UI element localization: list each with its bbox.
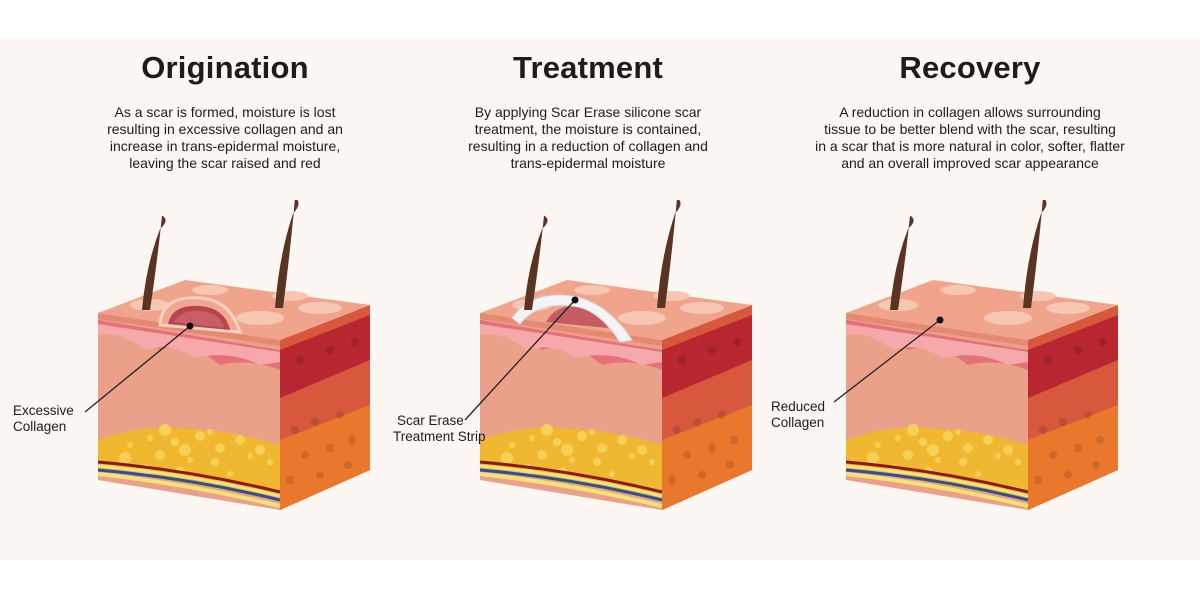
callout-label-reduced-collagen: Reduced Collagen xyxy=(771,399,825,431)
skin-diagram-treatment xyxy=(472,197,772,520)
section-description: As a scar is formed, moisture is lost re… xyxy=(55,104,395,172)
desc-line: in a scar that is more natural in color,… xyxy=(815,138,1125,154)
section-treatment: Treatment By applying Scar Erase silicon… xyxy=(418,50,758,172)
section-title: Recovery xyxy=(899,50,1041,85)
skin-cross-section-illustration xyxy=(479,197,752,510)
label-line: Scar Erase xyxy=(397,413,464,428)
desc-line: tissue to be better blend with the scar,… xyxy=(824,121,1116,137)
section-description: A reduction in collagen allows surroundi… xyxy=(790,104,1150,172)
desc-line: leaving the scar raised and red xyxy=(129,155,321,171)
skin-diagram-recovery xyxy=(838,197,1138,520)
desc-line: increase in trans-epidermal moisture, xyxy=(109,138,341,154)
callout-label-treatment-strip: Scar Erase Treatment Strip xyxy=(393,413,486,445)
callout-label-excessive-collagen: Excessive Collagen xyxy=(13,403,74,435)
section-origination: Origination As a scar is formed, moistur… xyxy=(55,50,395,172)
desc-line: treatment, the moisture is contained, xyxy=(474,121,702,137)
section-recovery: Recovery A reduction in collagen allows … xyxy=(790,50,1150,172)
skin-cross-section-illustration xyxy=(97,197,370,510)
desc-line: resulting in excessive collagen and an xyxy=(107,121,343,137)
label-line: Treatment Strip xyxy=(393,429,486,444)
section-description: By applying Scar Erase silicone scar tre… xyxy=(418,104,758,172)
desc-line: trans-epidermal moisture xyxy=(510,155,666,171)
section-title: Treatment xyxy=(513,50,663,85)
desc-line: As a scar is formed, moisture is lost xyxy=(114,104,336,120)
desc-line: A reduction in collagen allows surroundi… xyxy=(839,104,1101,120)
section-title: Origination xyxy=(141,50,309,85)
skin-diagram-origination xyxy=(90,197,390,520)
label-line: Reduced xyxy=(771,399,826,414)
label-line: Excessive xyxy=(13,403,74,418)
desc-line: By applying Scar Erase silicone scar xyxy=(474,104,702,120)
label-line: Collagen xyxy=(13,419,67,434)
skin-cross-section-illustration xyxy=(845,197,1118,510)
label-line: Collagen xyxy=(771,415,825,430)
desc-line: and an overall improved scar appearance xyxy=(841,155,1099,171)
desc-line: resulting in a reduction of collagen and xyxy=(468,138,708,154)
